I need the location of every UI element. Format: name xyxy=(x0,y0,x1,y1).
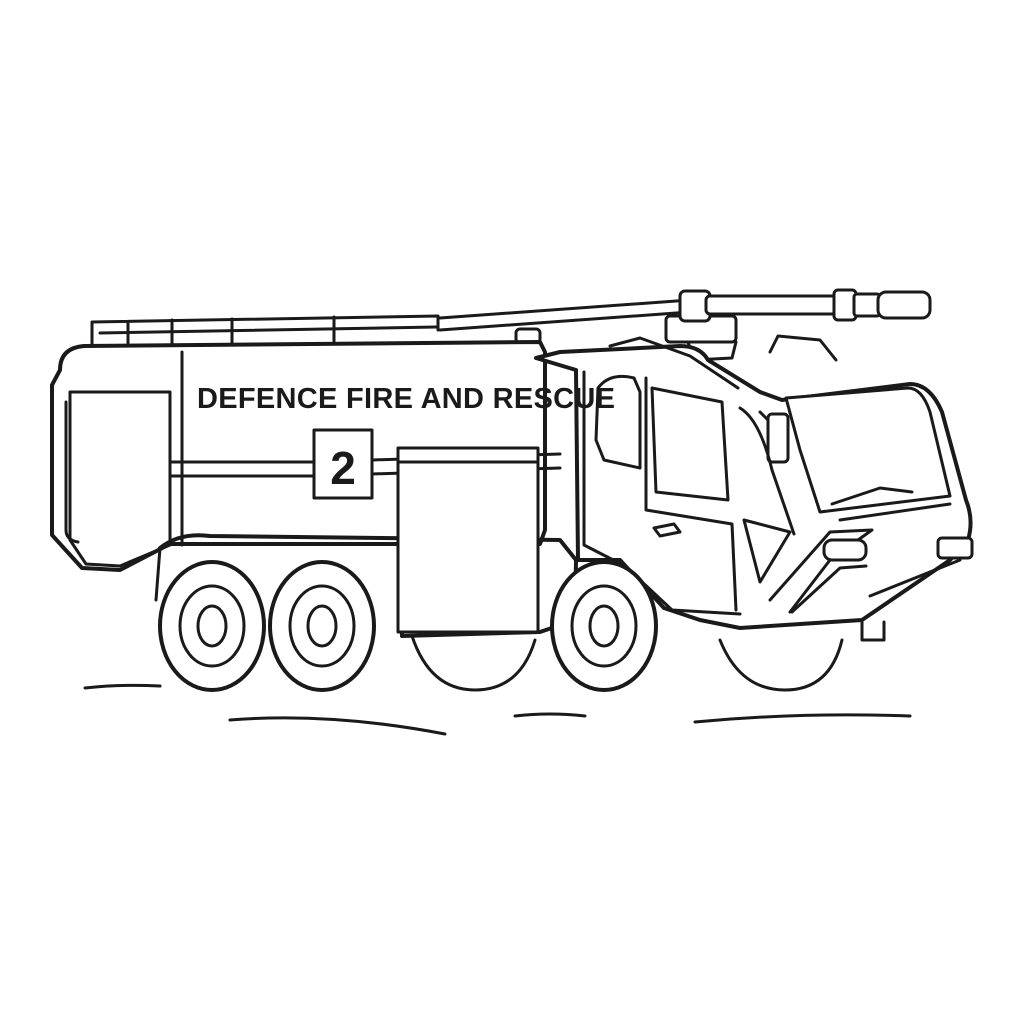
wheel-front xyxy=(550,560,658,692)
side-lettering: DEFENCE FIRE AND RESCUE 2 xyxy=(197,383,615,500)
roof-rail xyxy=(90,298,692,347)
wheel-rear-2 xyxy=(268,560,376,692)
unit-number: 2 xyxy=(330,442,356,494)
truck-cab xyxy=(534,336,974,642)
side-text: DEFENCE FIRE AND RESCUE xyxy=(197,383,615,415)
ground-lines xyxy=(83,683,912,736)
far-wheels xyxy=(410,634,844,692)
water-cannon xyxy=(514,288,932,362)
truck-body xyxy=(50,340,578,638)
wheel-rear-1 xyxy=(158,560,266,692)
unit-number-plate xyxy=(312,428,374,500)
